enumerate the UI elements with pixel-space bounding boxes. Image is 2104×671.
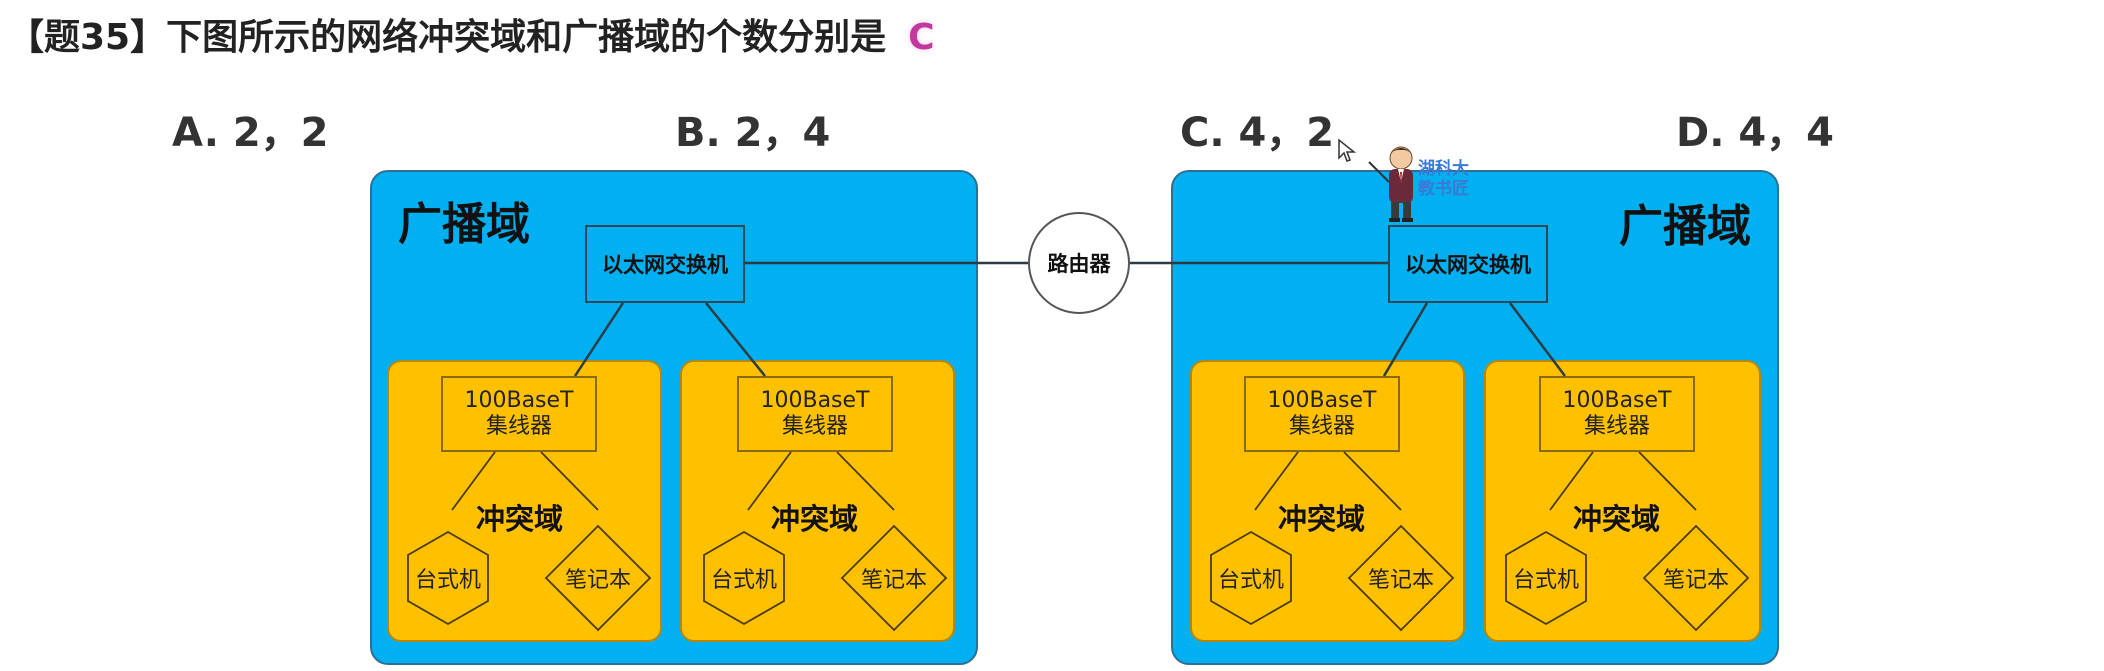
desktop-shape <box>1505 530 1587 626</box>
watermark-line2: 教书匠 <box>1418 178 1469 199</box>
hub-label: 集线器 <box>485 414 552 439</box>
broadcast-domain-label: 广播域 <box>398 199 530 250</box>
desktop-label: 台式机 <box>710 568 778 593</box>
laptop-label: 笔记本 <box>1367 568 1435 593</box>
hub-model: 100BaseT <box>1562 387 1672 413</box>
laptop-label: 笔记本 <box>564 568 632 593</box>
collision-domain-label: 冲突域 <box>771 502 859 536</box>
hub-label: 集线器 <box>781 414 848 439</box>
desktop-shape <box>407 530 489 626</box>
laptop-label: 笔记本 <box>1662 568 1730 593</box>
question-title: 【题35】下图所示的网络冲突域和广播域的个数分别是 C <box>8 8 935 60</box>
hub-model: 100BaseT <box>464 387 574 413</box>
hub-3: 100BaseT 集线器 <box>1244 376 1400 452</box>
hub-model: 100BaseT <box>1267 387 1377 413</box>
laptop-shape <box>840 524 948 632</box>
desktop-label: 台式机 <box>1512 568 1580 593</box>
desktop-shape <box>703 530 785 626</box>
watermark: 湖科大 教书匠 <box>1418 159 1469 199</box>
hub-2: 100BaseT 集线器 <box>737 376 893 452</box>
laptop-shape <box>544 524 652 632</box>
hub-label: 集线器 <box>1288 414 1355 439</box>
option-c[interactable]: C. 4，2 <box>1180 110 1335 156</box>
hub-label: 集线器 <box>1583 414 1650 439</box>
laptop-label: 笔记本 <box>860 568 928 593</box>
desktop-label: 台式机 <box>1217 568 1285 593</box>
collision-domain-label: 冲突域 <box>1573 502 1661 536</box>
hub-model: 100BaseT <box>760 387 870 413</box>
router: 路由器 <box>1028 212 1130 314</box>
desktop-shape <box>1210 530 1292 626</box>
laptop-shape <box>1642 524 1750 632</box>
broadcast-domain-label: 广播域 <box>1619 201 1751 252</box>
link-switch-hub-1 <box>573 302 625 377</box>
collision-domain-label: 冲突域 <box>476 502 564 536</box>
mouse-cursor-icon <box>1338 138 1357 162</box>
question-text: 【题35】下图所示的网络冲突域和广播域的个数分别是 <box>8 17 887 58</box>
teacher-mascot-icon <box>1368 146 1413 222</box>
laptop-shape <box>1347 524 1455 632</box>
link-switch-hub-2 <box>705 302 766 377</box>
answer-mark: C <box>908 17 935 58</box>
collision-domain-label: 冲突域 <box>1278 502 1366 536</box>
link-switch-hub-4 <box>1509 302 1566 377</box>
link-switch-hub-3 <box>1382 302 1429 377</box>
option-b[interactable]: B. 2，4 <box>675 110 831 156</box>
desktop-label: 台式机 <box>414 568 482 593</box>
ethernet-switch-right: 以太网交换机 <box>1388 225 1548 303</box>
watermark-line1: 湖科大 <box>1418 159 1469 179</box>
hub-1: 100BaseT 集线器 <box>441 376 597 452</box>
option-d[interactable]: D. 4，4 <box>1676 110 1834 156</box>
option-a[interactable]: A. 2，2 <box>172 110 329 156</box>
ethernet-switch-left: 以太网交换机 <box>585 225 745 303</box>
hub-4: 100BaseT 集线器 <box>1539 376 1695 452</box>
